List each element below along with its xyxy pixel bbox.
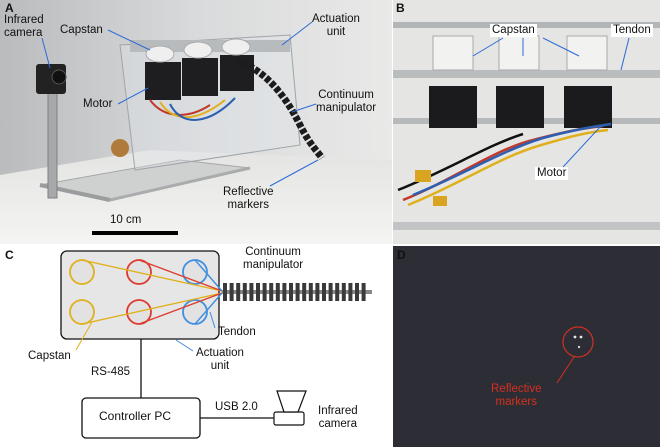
panel-c-actuation-label: Actuation unit — [196, 347, 244, 373]
panel-c-capstan-label: Capstan — [28, 350, 71, 362]
infrared-camera-icon — [273, 390, 307, 426]
panel-a-photo — [0, 0, 392, 244]
manipulator-segment — [335, 283, 340, 301]
panel-b-photo — [393, 0, 660, 244]
actuation-unit-label-line1: Actuation — [312, 13, 360, 25]
panel-a-motor-label: Motor — [83, 98, 113, 110]
manipulator-segment — [269, 283, 274, 301]
manipulator-segment — [262, 283, 267, 301]
panel-c-camera-line2: camera — [318, 418, 357, 430]
panel-d-reflective-line1: Reflective — [491, 383, 542, 395]
infrared-camera-label-line1: Infrared — [4, 14, 44, 26]
panel-b-motor-label: Motor — [535, 167, 569, 180]
panel-c-actuation-line2: unit — [210, 360, 230, 372]
manipulator-segment — [256, 283, 260, 301]
reflective-markers-label-line2: markers — [227, 199, 270, 211]
rs485-label: RS-485 — [91, 366, 130, 378]
panel-a: A Infrared camera Capstan Actuation unit… — [0, 0, 392, 244]
panel-c-camera-label: Infrared camera — [318, 405, 358, 431]
manipulator-segment — [341, 283, 346, 301]
panel-c-diagram — [60, 250, 372, 439]
panel-c-continuum-line2: manipulator — [243, 259, 304, 271]
marker-highlight-circle — [562, 326, 594, 358]
manipulator-segment — [315, 283, 320, 301]
controller-pc-label: Controller PC — [99, 409, 172, 423]
panel-d-image — [393, 246, 660, 447]
manipulator-segment — [229, 283, 234, 301]
manipulator-segment — [223, 283, 227, 301]
manipulator-segment — [328, 283, 333, 301]
panel-c-tendon-label: Tendon — [218, 326, 256, 338]
panel-c-continuum-label: Continuum manipulator — [243, 246, 303, 272]
scale-bar-label: 10 cm — [110, 214, 142, 226]
continuum-manipulator-shape — [222, 283, 372, 301]
panel-a-continuum-label: Continuum manipulator — [316, 89, 376, 115]
panel-d: D Reflective markers — [393, 246, 660, 447]
manipulator-segment — [302, 283, 307, 301]
manipulator-segment — [308, 283, 313, 301]
panel-c-camera-line1: Infrared — [318, 405, 358, 417]
manipulator-segment — [295, 283, 300, 301]
panel-a-reflective-markers-label: Reflective markers — [223, 186, 274, 212]
panel-b-letter: B — [396, 1, 405, 15]
capstan-yellow-bottom — [69, 299, 95, 325]
panel-c-letter: C — [5, 248, 14, 262]
panel-c: C Continuum manipulator Tendon Capstan A… — [0, 246, 392, 447]
manipulator-segment — [275, 283, 280, 301]
capstan-yellow-top — [69, 259, 95, 285]
panel-d-reflective-label: Reflective markers — [491, 383, 542, 409]
panel-d-letter: D — [397, 248, 406, 262]
manipulator-segment — [242, 283, 247, 301]
panel-b-capstan-label: Capstan — [490, 24, 537, 37]
panel-a-actuation-unit-label: Actuation unit — [312, 13, 360, 39]
panel-a-letter: A — [5, 1, 14, 15]
manipulator-segment — [355, 283, 359, 301]
reflective-marker-dot — [577, 345, 581, 349]
manipulator-segment — [282, 283, 287, 301]
actuation-unit-label-line2: unit — [326, 26, 346, 38]
panel-b: B Capstan Tendon Motor — [393, 0, 660, 244]
reflective-markers-label-line1: Reflective — [223, 186, 274, 198]
panel-b-tendon-label: Tendon — [611, 24, 653, 37]
panel-c-actuation-line1: Actuation — [196, 347, 244, 359]
reflective-marker-dot — [573, 335, 577, 339]
panel-a-infrared-camera-label: Infrared camera — [4, 14, 44, 40]
panel-c-continuum-line1: Continuum — [245, 246, 301, 258]
reflective-marker-dot — [579, 335, 583, 339]
manipulator-segment — [361, 283, 366, 301]
manipulator-segment — [236, 283, 241, 301]
continuum-label-line1: Continuum — [318, 89, 374, 101]
manipulator-segment — [249, 283, 254, 301]
manipulator-segment — [289, 283, 293, 301]
manipulator-segment — [348, 283, 353, 301]
panel-a-capstan-label: Capstan — [60, 24, 103, 36]
continuum-label-line2: manipulator — [316, 102, 377, 114]
usb-label: USB 2.0 — [215, 401, 258, 413]
manipulator-segment — [322, 283, 326, 301]
infrared-camera-label-line2: camera — [4, 27, 43, 39]
panel-d-reflective-line2: markers — [495, 396, 538, 408]
actuation-unit-box — [60, 250, 220, 340]
